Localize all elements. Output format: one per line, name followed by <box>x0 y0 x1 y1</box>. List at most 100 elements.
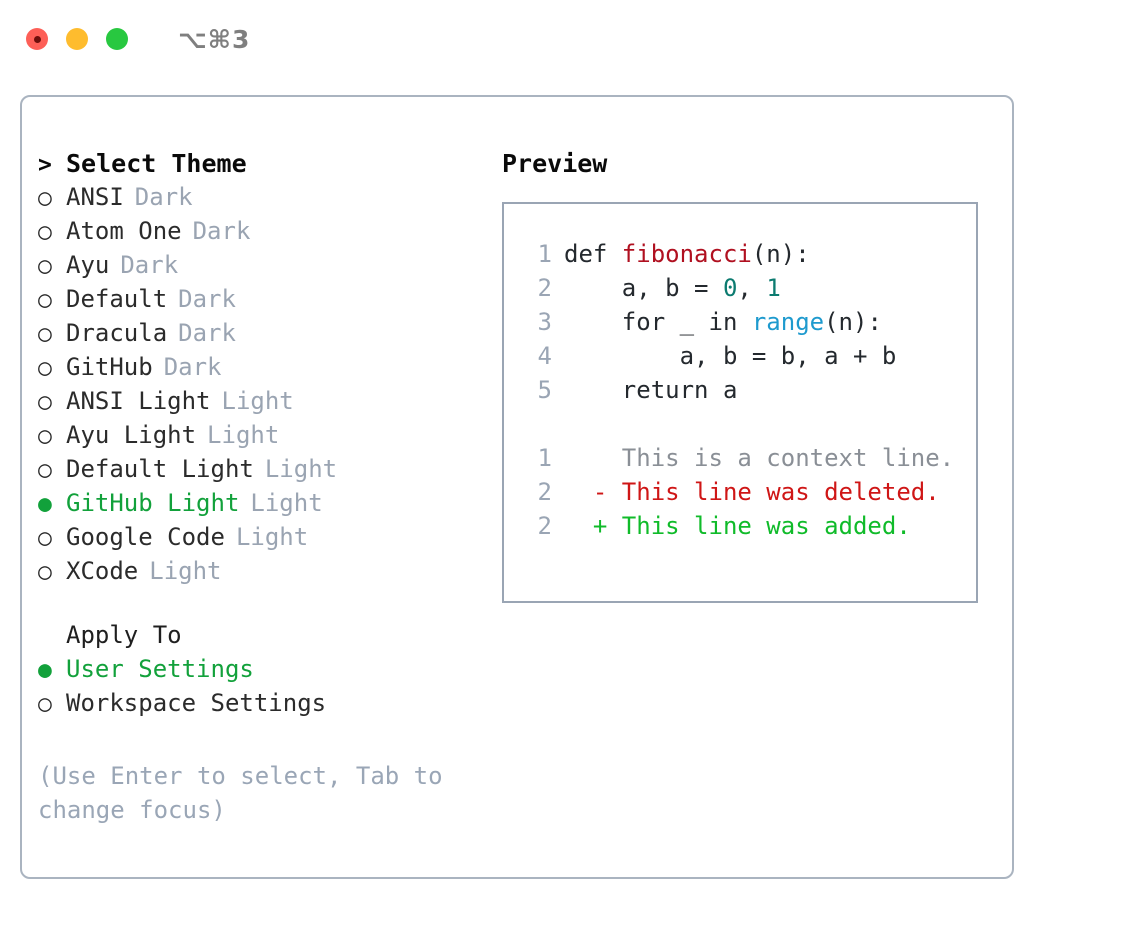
token-plain: , <box>737 274 767 302</box>
theme-list-item[interactable]: ● GitHub Light Light <box>38 489 488 523</box>
theme-list-item[interactable]: ○ Google Code Light <box>38 523 488 557</box>
radio-unselected-icon: ○ <box>38 559 52 585</box>
theme-variant-tag: Dark <box>163 353 222 381</box>
window-controls <box>26 28 128 50</box>
diff-text-ctx: This is a context line. <box>564 444 955 472</box>
line-number: 2 <box>537 512 552 540</box>
diff-line: 2 - This line was deleted. <box>522 478 976 512</box>
theme-variant-tag: Light <box>221 387 294 415</box>
token-number: 0 <box>722 274 738 302</box>
apply-to-title: Apply To <box>66 621 182 649</box>
theme-name: GitHub Light <box>66 489 240 517</box>
select-theme-heading: > Select Theme <box>38 149 488 183</box>
title-bar: ⌥⌘3 <box>0 0 1140 78</box>
code-text: a, b = 0, 1 <box>564 274 781 302</box>
apply-to-spacer-icon <box>38 623 66 649</box>
theme-variant-tag: Dark <box>120 251 179 279</box>
radio-unselected-icon: ○ <box>38 355 52 381</box>
radio-unselected-icon: ○ <box>38 253 52 279</box>
section-gap <box>38 591 488 621</box>
token-plain: def <box>564 240 622 268</box>
radio-unselected-icon: ○ <box>38 457 52 483</box>
code-text: for _ in range(n): <box>564 308 882 336</box>
theme-list-item[interactable]: ○ Ayu Light Light <box>38 421 488 455</box>
theme-name: Dracula <box>66 319 168 347</box>
keyboard-hint-text: (Use Enter to select, Tab to change focu… <box>38 762 443 824</box>
theme-variant-tag: Light <box>250 489 323 517</box>
theme-name: Google Code <box>66 523 225 551</box>
token-plain: (n): <box>824 308 882 336</box>
theme-variant-tag: Light <box>207 421 280 449</box>
code-diff-gap <box>522 410 976 444</box>
token-plain: return a <box>621 376 738 404</box>
token-plain: (n): <box>751 240 810 268</box>
apply-to-option[interactable]: ●User Settings <box>38 655 488 689</box>
diff-line: 2 + This line was added. <box>522 512 976 546</box>
diff-line: 1 This is a context line. <box>522 444 976 478</box>
radio-unselected-icon: ○ <box>38 423 52 449</box>
token-plain: a, b = <box>621 274 723 302</box>
radio-unselected-icon: ○ <box>38 525 52 551</box>
theme-name: Atom One <box>66 217 182 245</box>
theme-list-item[interactable]: ○ Ayu Dark <box>38 251 488 285</box>
token-builtin: range <box>751 308 825 336</box>
apply-to-title-row: Apply To <box>38 621 488 655</box>
theme-variant-tag: Dark <box>178 285 236 313</box>
theme-list-item[interactable]: ○ Atom One Dark <box>38 217 488 251</box>
theme-variant-tag: Dark <box>192 217 251 245</box>
theme-variant-tag: Light <box>235 523 309 551</box>
keyboard-shortcut-label: ⌥⌘3 <box>178 24 251 54</box>
token-plain: for _ in <box>621 308 752 336</box>
theme-name: XCode <box>66 557 139 585</box>
line-number: 1 <box>537 240 552 268</box>
code-text: a, b = b, a + b <box>564 342 897 370</box>
radio-unselected-icon: ○ <box>38 219 52 245</box>
preview-title: Preview <box>502 149 608 178</box>
token-number: 1 <box>766 274 781 302</box>
line-number: 2 <box>537 478 552 506</box>
maximize-button[interactable] <box>106 28 128 50</box>
theme-variant-tag: Light <box>264 455 338 483</box>
theme-list-item[interactable]: ○ Default Light Light <box>38 455 488 489</box>
line-number: 1 <box>537 444 552 472</box>
code-line: 5 return a <box>522 376 976 410</box>
select-theme-heading-label: Select Theme <box>66 149 247 178</box>
line-number: 3 <box>537 308 552 336</box>
apply-to-options: ●User Settings○ Workspace Settings <box>38 655 488 723</box>
line-number: 4 <box>537 342 552 370</box>
apply-to-option-label: Workspace Settings <box>66 689 327 717</box>
prompt-caret-icon: > <box>38 152 52 178</box>
theme-list-item[interactable]: ○ GitHub Dark <box>38 353 488 387</box>
theme-name: GitHub <box>66 353 153 381</box>
line-number: 5 <box>537 376 552 404</box>
radio-unselected-icon: ○ <box>38 321 52 347</box>
apply-to-option-label: User Settings <box>66 655 254 683</box>
code-text: return a <box>564 376 738 404</box>
theme-name: Default Light <box>66 455 254 483</box>
radio-unselected-icon: ○ <box>38 185 52 211</box>
diff-text-add: + This line was added. <box>564 512 911 540</box>
close-button[interactable] <box>26 28 48 50</box>
theme-name: Ayu <box>66 251 110 279</box>
code-line: 2 a, b = 0, 1 <box>522 274 976 308</box>
hint-gap <box>38 723 488 759</box>
theme-list-item[interactable]: ○ Dracula Dark <box>38 319 488 353</box>
radio-unselected-icon: ○ <box>38 691 52 717</box>
radio-selected-icon: ● <box>38 491 52 517</box>
theme-variant-tag: Dark <box>134 183 193 211</box>
minimize-button[interactable] <box>66 28 88 50</box>
apply-to-option[interactable]: ○ Workspace Settings <box>38 689 488 723</box>
theme-variant-tag: Dark <box>178 319 236 347</box>
theme-name: Ayu Light <box>66 421 197 449</box>
